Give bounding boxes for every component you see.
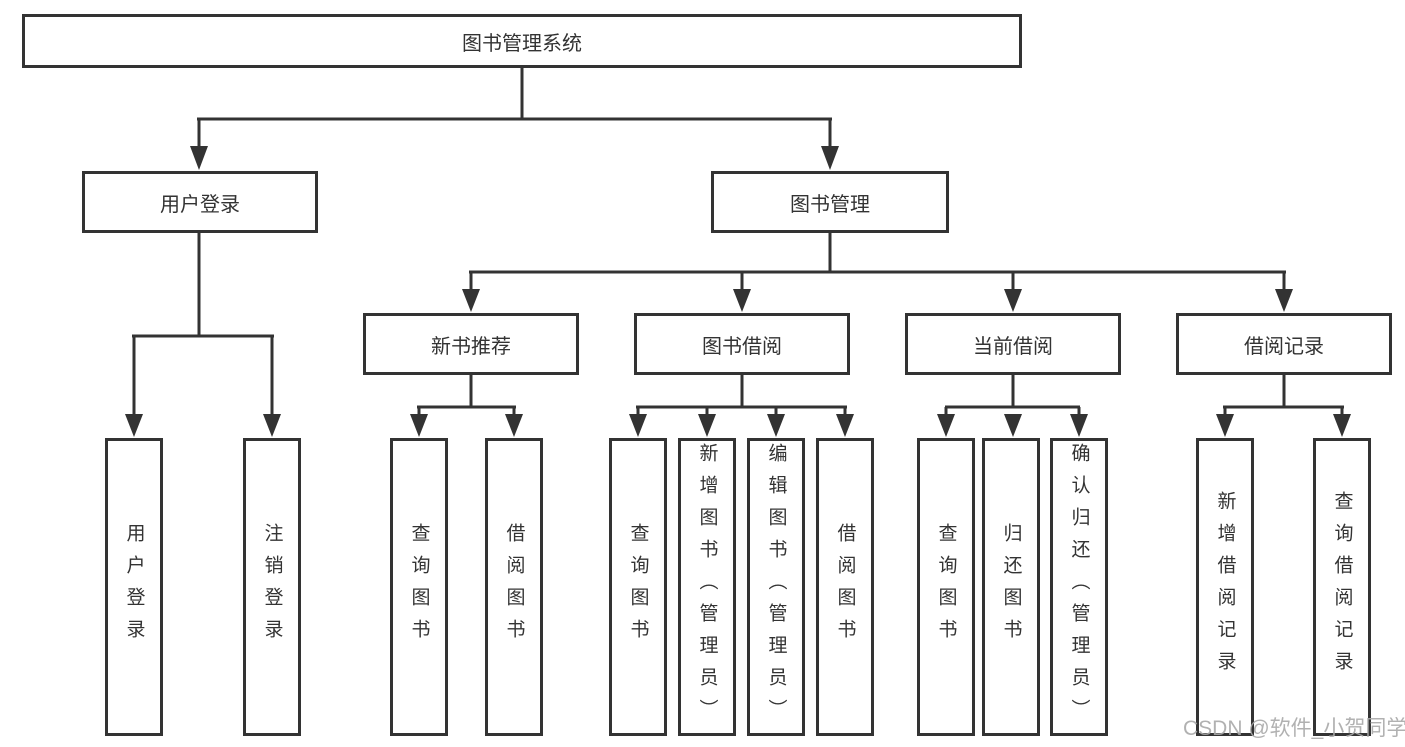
leaf-query-borrow-record: 查询借阅记录	[1313, 438, 1371, 736]
node-book-borrowing: 图书借阅	[634, 313, 850, 375]
csdn-watermark: CSDN @软件_小贺同学	[1183, 717, 1405, 740]
leaf-edit-books-admin-label: 编辑图书（管理员）	[765, 443, 787, 731]
leaf-current-query-books-label: 查询图书	[935, 523, 957, 651]
leaf-add-borrow-record: 新增借阅记录	[1196, 438, 1254, 736]
node-user-login: 用户登录	[82, 171, 318, 233]
leaf-recommend-query-books: 查询图书	[390, 438, 448, 736]
leaf-return-books-label: 归还图书	[1000, 523, 1022, 651]
node-borrowing-records: 借阅记录	[1176, 313, 1392, 375]
leaf-current-query-books: 查询图书	[917, 438, 975, 736]
leaf-add-books-admin: 新增图书（管理员）	[678, 438, 736, 736]
node-library-system: 图书管理系统	[22, 14, 1022, 68]
leaf-recommend-query-books-label: 查询图书	[408, 523, 430, 651]
leaf-query-borrow-record-label: 查询借阅记录	[1331, 491, 1353, 683]
leaf-user-login-label: 用户登录	[123, 523, 145, 651]
leaf-return-books: 归还图书	[982, 438, 1040, 736]
leaf-borrowing-query-books-label: 查询图书	[627, 523, 649, 651]
leaf-recommend-borrow-books: 借阅图书	[485, 438, 543, 736]
leaf-borrowing-borrow-books-label: 借阅图书	[834, 523, 856, 651]
node-book-management: 图书管理	[711, 171, 949, 233]
leaf-confirm-return-admin: 确认归还（管理员）	[1050, 438, 1108, 736]
leaf-borrowing-query-books: 查询图书	[609, 438, 667, 736]
leaf-logout-login: 注销登录	[243, 438, 301, 736]
node-current-borrowing: 当前借阅	[905, 313, 1121, 375]
leaf-borrowing-borrow-books: 借阅图书	[816, 438, 874, 736]
leaf-confirm-return-admin-label: 确认归还（管理员）	[1068, 443, 1090, 731]
node-new-book-recommend: 新书推荐	[363, 313, 579, 375]
leaf-add-borrow-record-label: 新增借阅记录	[1214, 491, 1236, 683]
leaf-add-books-admin-label: 新增图书（管理员）	[696, 443, 718, 731]
leaf-edit-books-admin: 编辑图书（管理员）	[747, 438, 805, 736]
leaf-recommend-borrow-books-label: 借阅图书	[503, 523, 525, 651]
leaf-logout-login-label: 注销登录	[261, 523, 283, 651]
leaf-user-login: 用户登录	[105, 438, 163, 736]
